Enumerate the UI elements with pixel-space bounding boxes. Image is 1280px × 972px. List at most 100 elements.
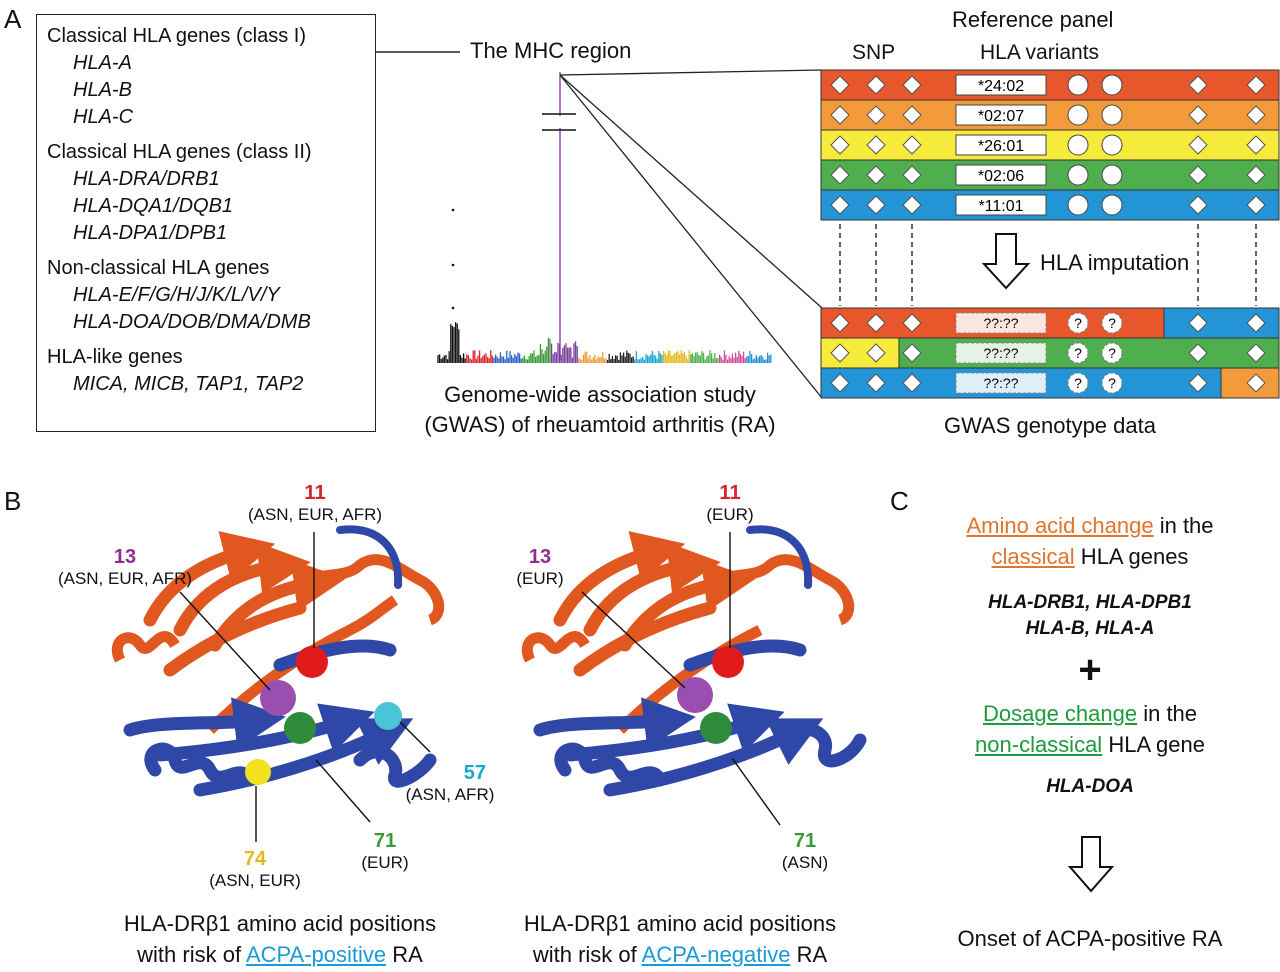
gwas-caption-2: (GWAS) of rheuamtoid arthritis (RA): [424, 412, 776, 437]
unknown-variant-circle: [1101, 342, 1123, 364]
snp-diamond: [1188, 135, 1208, 155]
acpa-positive-link[interactable]: ACPA-positive: [245, 942, 387, 967]
unknown-allele-label: ??:??: [983, 375, 1018, 391]
hla-variant-circle: [1067, 104, 1089, 126]
dosage-change-text: Dosage change: [982, 701, 1138, 726]
snp-diamond: [1188, 75, 1208, 95]
snp-diamond: [1188, 195, 1208, 215]
hla-variants-label: HLA variants: [980, 41, 1100, 64]
snp-diamond: [866, 343, 886, 363]
left-label-74: 74 (ASN, EUR): [209, 848, 301, 890]
left-blue-domain: [123, 525, 437, 797]
gene-item: HLA-E/F/G/H/J/K/L/V/Y: [73, 284, 280, 306]
gwas-point: [451, 306, 455, 310]
gene-item: MICA, MICB, TAP1, TAP2: [73, 373, 304, 395]
allele-label: *11:01: [978, 198, 1023, 215]
imputation-arrow-icon: [981, 233, 1031, 290]
hla-variant-circle: [1101, 194, 1123, 216]
snp-diamond: [866, 75, 886, 95]
snp-diamond: [830, 373, 850, 393]
snp-diamond: [830, 313, 850, 333]
hla-variant-circle: [1101, 164, 1123, 186]
acpa-negative-link[interactable]: ACPA-negative: [641, 942, 791, 967]
left-leader-lines: [179, 532, 431, 842]
unknown-variant-circle: [1101, 312, 1123, 334]
unknown-variant-circle: [1067, 342, 1089, 364]
hla-variant-circle: [1067, 164, 1089, 186]
protein-structures: [112, 525, 867, 842]
reference-panel-title: Reference panel: [952, 7, 1114, 32]
gene-item: HLA-C: [73, 106, 134, 128]
mhc-region-label: The MHC region: [470, 38, 632, 63]
snp-diamond: [830, 343, 850, 363]
reference-panel-diagram: *24:02*02:07*26:01*02:06*11:01??:??????:…: [820, 69, 1280, 399]
reference-row: [820, 69, 1280, 101]
non-classical-text: non-classical: [975, 732, 1103, 757]
right-label-11: 11 (EUR): [706, 482, 754, 524]
unknown-variant-circle: [1067, 372, 1089, 394]
unknown-mark: ?: [1108, 375, 1116, 391]
snp-diamond: [902, 373, 922, 393]
allele-box: [955, 74, 1047, 96]
panel-b-letter: B: [4, 486, 22, 516]
residue-57-sphere: [374, 702, 402, 730]
gene-item: HLA-DRA/DRB1: [73, 168, 220, 190]
right-residue-11-sphere: [712, 646, 744, 678]
allele-box: [955, 104, 1047, 126]
hla-variant-circle: [1101, 74, 1123, 96]
snp-diamond: [830, 75, 850, 95]
outcome-text: Onset of ACPA-positive RA: [957, 926, 1223, 951]
right-hla-structure: [522, 525, 867, 826]
hla-variant-circle: [1101, 134, 1123, 156]
reference-row: [820, 189, 1280, 221]
gene-box-connector: [376, 51, 460, 53]
gene-item: HLA-DPA1/DPB1: [73, 222, 228, 244]
snp-diamond: [1246, 343, 1266, 363]
plus-sign: +: [1078, 648, 1102, 692]
right-structure-title: HLA-DRβ1 amino acid positions with risk …: [523, 911, 837, 967]
left-label-11: 11 (ASN, EUR, AFR): [247, 482, 383, 524]
classical-text: classical: [991, 544, 1075, 569]
hla-imputation-label: HLA imputation: [1040, 250, 1190, 275]
snp-diamond: [902, 165, 922, 185]
allele-box: [955, 194, 1047, 216]
allele-label: *02:07: [978, 108, 1024, 125]
snp-diamond: [1246, 195, 1266, 215]
snp-diamond: [1188, 105, 1208, 125]
snp-diamond: [1246, 75, 1266, 95]
reference-row: [820, 159, 1280, 191]
unknown-allele-box: [955, 312, 1047, 334]
allele-label: *02:06: [978, 168, 1024, 185]
unknown-mark: ?: [1074, 345, 1082, 361]
right-residue-13-sphere: [677, 677, 713, 713]
gwas-point: [451, 208, 455, 212]
snp-label: SNP: [852, 41, 896, 64]
gwas-point: [451, 263, 455, 267]
unknown-variant-circle: [1067, 312, 1089, 334]
snp-diamond: [1188, 343, 1208, 363]
panel-c-content: Amino acid change in the classical HLA g…: [900, 510, 1280, 800]
residue-11-sphere: [296, 646, 328, 678]
manhattan-bars: [437, 322, 772, 363]
snp-diamond: [1188, 165, 1208, 185]
gene-group: Classical HLA genes (class II)HLA-DRA/DR…: [47, 139, 375, 247]
snp-diamond: [902, 313, 922, 333]
snp-diamond: [902, 343, 922, 363]
hla-variant-circle: [1067, 194, 1089, 216]
snp-diamond: [866, 195, 886, 215]
left-hla-structure: [112, 525, 445, 842]
left-label-13: 13 (ASN, EUR, AFR): [57, 546, 193, 588]
snp-diamond: [866, 313, 886, 333]
snp-diamond: [902, 105, 922, 125]
gwas-manhattan-plot: [437, 72, 772, 363]
unknown-allele-label: ??:??: [983, 315, 1018, 331]
amino-acid-change-text: Amino acid change: [966, 513, 1154, 538]
reference-row: [820, 129, 1280, 161]
left-label-57: 57 (ASN, AFR): [405, 762, 495, 804]
snp-diamond: [1246, 105, 1266, 125]
snp-diamond: [1188, 373, 1208, 393]
hla-variant-circle: [1101, 104, 1123, 126]
